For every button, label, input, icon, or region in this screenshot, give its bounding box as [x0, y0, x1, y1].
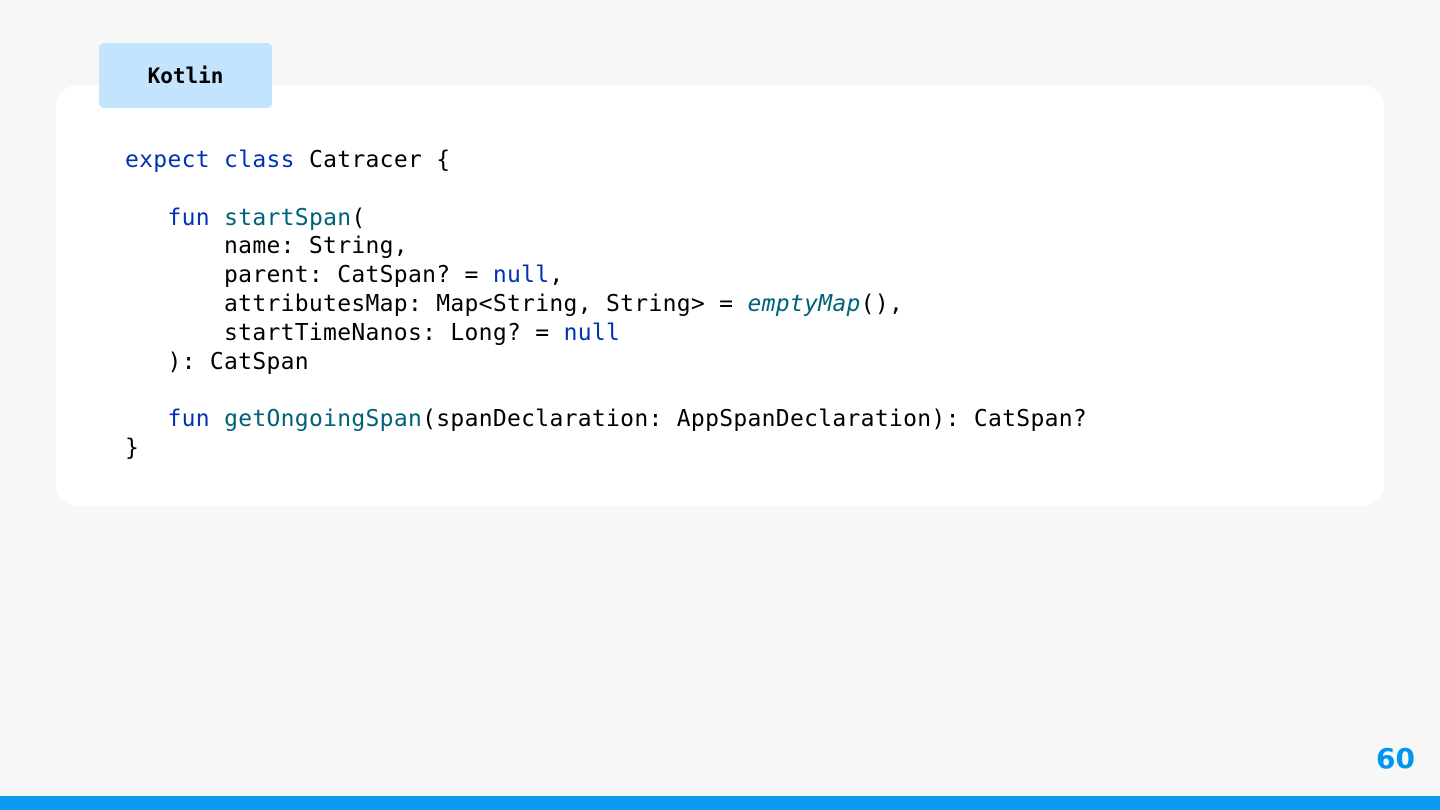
code-token	[210, 205, 224, 231]
code-line	[125, 175, 1087, 204]
code-token: startTimeNanos: Long? =	[125, 319, 564, 346]
code-token: expect	[125, 147, 210, 173]
code-token: ,	[549, 262, 564, 289]
code-block: expect class Catracer { fun startSpan( n…	[125, 146, 1087, 463]
code-line: startTimeNanos: Long? = null	[125, 319, 1087, 348]
code-token: ): CatSpan	[125, 348, 309, 375]
code-token	[125, 205, 167, 231]
code-token: null	[492, 262, 550, 289]
code-token: (spanDeclaration: AppSpanDeclaration): C…	[422, 406, 1088, 433]
language-tab: Kotlin	[99, 43, 272, 108]
code-token: null	[563, 319, 621, 346]
code-token	[125, 406, 167, 432]
code-line	[125, 376, 1087, 405]
code-token: class	[224, 147, 295, 173]
code-line: parent: CatSpan? = null,	[125, 261, 1087, 290]
code-line: fun startSpan(	[125, 204, 1087, 233]
code-token: attributesMap: Map<String, String> =	[125, 290, 748, 317]
code-line: ): CatSpan	[125, 348, 1087, 377]
code-card	[56, 85, 1384, 506]
page-number: 60	[1376, 742, 1415, 775]
code-line: attributesMap: Map<String, String> = emp…	[125, 290, 1087, 319]
code-line: fun getOngoingSpan(spanDeclaration: AppS…	[125, 405, 1087, 434]
code-token: }	[125, 434, 140, 461]
code-line: expect class Catracer {	[125, 146, 1087, 175]
code-token	[210, 147, 224, 173]
code-token: getOngoingSpan	[224, 406, 423, 433]
code-token: fun	[167, 406, 210, 433]
code-token: (	[351, 204, 366, 231]
code-token: emptyMap	[747, 290, 861, 317]
code-token: fun	[167, 204, 210, 231]
bottom-accent-bar	[0, 796, 1440, 810]
language-tab-label: Kotlin	[147, 63, 224, 88]
code-line: name: String,	[125, 232, 1087, 261]
code-token: startSpan	[224, 204, 352, 231]
code-token	[210, 406, 224, 432]
code-token: (),	[860, 290, 904, 317]
code-token: parent: CatSpan? =	[125, 262, 493, 289]
code-token: Catracer {	[294, 147, 451, 173]
code-token: name: String,	[125, 233, 408, 260]
code-line: }	[125, 434, 1087, 463]
